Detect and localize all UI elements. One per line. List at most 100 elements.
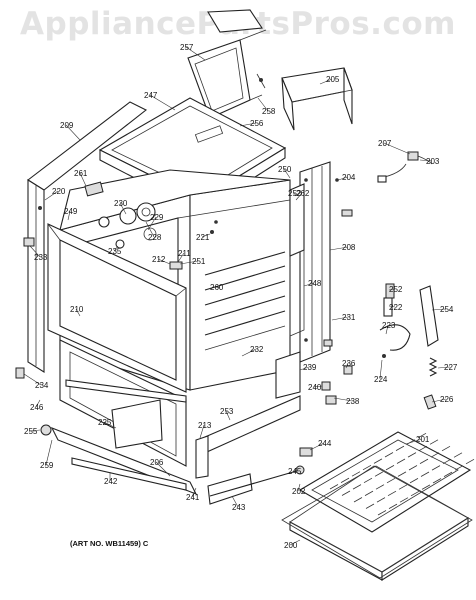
leader-line-262 bbox=[295, 192, 303, 201]
part-label-241: 241 bbox=[186, 493, 200, 502]
leader-line-221 bbox=[201, 233, 211, 238]
leader-line-222 bbox=[388, 305, 396, 308]
part-label-250: 250 bbox=[278, 165, 292, 174]
leader-line-213 bbox=[199, 424, 205, 439]
leader-line-201 bbox=[405, 438, 423, 445]
part-label-246: 246 bbox=[30, 403, 44, 412]
leader-line-255 bbox=[29, 429, 41, 432]
part-label-222: 222 bbox=[389, 303, 403, 312]
broiler-pan-slot bbox=[429, 439, 439, 445]
broiler-pan-slot bbox=[365, 503, 375, 509]
leader-line-243 bbox=[231, 495, 239, 508]
broiler-pan-slot bbox=[443, 471, 453, 477]
part-label-253: 253 bbox=[220, 407, 234, 416]
broiler-pan-slot bbox=[352, 484, 362, 490]
part-label-206: 206 bbox=[150, 458, 164, 467]
part-label-243: 243 bbox=[232, 503, 246, 512]
part-label-240: 240 bbox=[308, 383, 322, 392]
part-label-233: 233 bbox=[34, 253, 48, 262]
broiler-pan-slot bbox=[376, 497, 386, 503]
broiler-pan-slot bbox=[432, 478, 442, 484]
leader-line-256 bbox=[239, 122, 257, 127]
part-label-207: 207 bbox=[378, 139, 392, 148]
broiler-pan-slot bbox=[398, 484, 408, 490]
broiler-pan-slot bbox=[421, 484, 431, 490]
broiler-pan-slot bbox=[353, 497, 363, 503]
top-cover bbox=[187, 9, 267, 119]
broiler-pan-slot bbox=[395, 445, 405, 451]
leader-line-250 bbox=[283, 168, 291, 179]
leader-line-245 bbox=[293, 469, 299, 472]
leader-line-249 bbox=[67, 210, 71, 221]
rear-wrapper bbox=[289, 183, 305, 337]
leader-line-209 bbox=[65, 124, 81, 141]
leader-line-211 bbox=[177, 252, 185, 263]
broiler-pan-slot bbox=[420, 471, 430, 477]
art-number: (ART NO. WB11459) C bbox=[70, 539, 149, 548]
part-label-231: 231 bbox=[342, 313, 356, 322]
leader-line-224 bbox=[379, 359, 383, 380]
leader-line-253 bbox=[225, 410, 231, 421]
bottom-assembly bbox=[40, 351, 331, 505]
leader-line-231 bbox=[331, 316, 349, 321]
broiler-pan-slot bbox=[442, 458, 452, 465]
broiler-pan-slot bbox=[384, 452, 394, 458]
part-label-247: 247 bbox=[144, 91, 158, 100]
leader-line-260 bbox=[215, 286, 221, 289]
part-labels: 2572472582052562092072032502042612522202… bbox=[24, 43, 458, 550]
broiler-pan-slot bbox=[407, 452, 417, 458]
part-label-209: 209 bbox=[60, 121, 74, 130]
leader-line-207 bbox=[383, 142, 411, 155]
leader-line-238 bbox=[333, 397, 353, 402]
part-label-252: 252 bbox=[288, 189, 302, 198]
part-label-242: 242 bbox=[104, 477, 118, 486]
door-hinge-parts bbox=[379, 283, 439, 410]
part-label-244: 244 bbox=[318, 439, 332, 448]
leader-line-251 bbox=[179, 260, 199, 265]
leader-line-246 bbox=[35, 399, 41, 408]
part-label-232: 232 bbox=[250, 345, 264, 354]
broiler-pan-slot bbox=[374, 471, 384, 477]
leader-line-230 bbox=[119, 202, 127, 215]
part-label-256: 256 bbox=[250, 119, 264, 128]
leader-line-247 bbox=[149, 94, 176, 111]
leader-line-241 bbox=[191, 487, 197, 498]
leader-line-257 bbox=[185, 46, 206, 61]
broiler-pan-slot bbox=[419, 458, 429, 464]
leader-line-220 bbox=[44, 190, 59, 201]
leader-line-202 bbox=[297, 483, 301, 492]
part-label-225: 225 bbox=[98, 418, 112, 427]
leader-line-206 bbox=[155, 461, 171, 477]
part-label-238: 238 bbox=[346, 397, 360, 406]
broiler-pan-slot bbox=[362, 464, 372, 471]
part-label-251: 251 bbox=[192, 257, 206, 266]
part-label-221: 221 bbox=[196, 233, 210, 242]
part-label-213: 213 bbox=[198, 421, 212, 430]
left-side-panel bbox=[27, 101, 148, 373]
broiler-pan-slot bbox=[341, 490, 351, 496]
backsplash bbox=[281, 67, 353, 131]
broiler-pan-slot bbox=[386, 477, 396, 484]
broiler-pan-slot bbox=[385, 465, 395, 471]
part-label-235: 235 bbox=[108, 247, 122, 256]
leader-lines bbox=[23, 46, 451, 546]
part-label-202: 202 bbox=[292, 487, 306, 496]
leader-line-204 bbox=[337, 176, 349, 181]
broiler-pan-slot bbox=[399, 497, 409, 503]
part-label-201: 201 bbox=[416, 435, 430, 444]
part-label-224: 224 bbox=[374, 375, 388, 384]
broiler-pan-slot bbox=[387, 490, 397, 497]
broiler-pan-slot bbox=[396, 458, 406, 464]
part-label-226: 226 bbox=[440, 395, 454, 404]
broiler-pan-slot bbox=[431, 465, 441, 471]
broiler-pan-slot bbox=[364, 490, 374, 496]
part-label-211: 211 bbox=[178, 249, 191, 258]
part-label-245: 245 bbox=[288, 467, 302, 476]
leader-line-239 bbox=[299, 366, 310, 371]
leader-line-233 bbox=[29, 245, 41, 258]
power-cord bbox=[377, 151, 433, 183]
broiler-pan-slot bbox=[408, 465, 418, 471]
part-label-236: 236 bbox=[342, 359, 356, 368]
leader-line-236 bbox=[345, 362, 349, 369]
